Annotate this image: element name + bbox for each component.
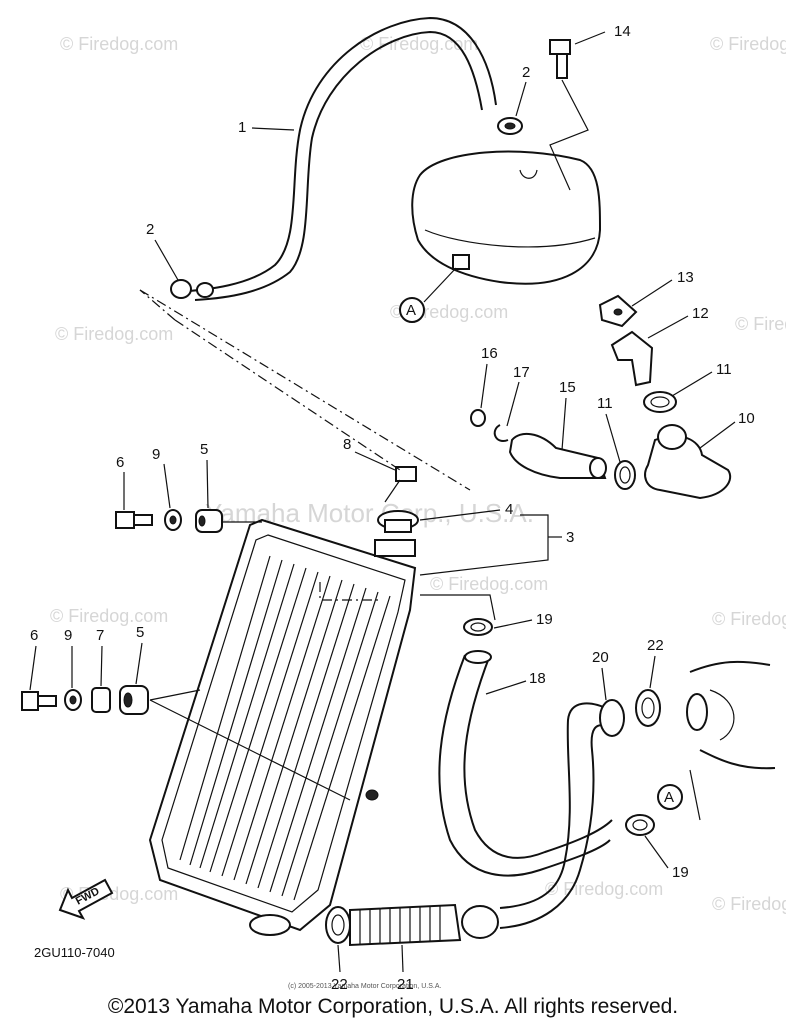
callout: 11 <box>716 361 732 378</box>
hose-21 <box>349 903 499 947</box>
watermark-site: © Firedog.com <box>430 574 548 594</box>
callout: 9 <box>152 446 160 463</box>
radiator-cap-4 <box>377 510 419 533</box>
callout: 2 <box>146 221 154 238</box>
callout: 2 <box>522 64 530 81</box>
svg-text:A: A <box>406 302 416 319</box>
diagram-code: 2GU110-7040 <box>34 945 115 960</box>
hose-clamp-11-lower <box>614 460 636 490</box>
hose-clamp-19-upper <box>463 618 493 636</box>
callout: 21 <box>397 976 414 993</box>
o-ring-16 <box>470 409 486 427</box>
pipe-15 <box>508 432 607 479</box>
callout: 22 <box>647 637 664 654</box>
filler-neck <box>374 539 416 557</box>
svg-text:A: A <box>664 789 674 806</box>
grommet-5-upper <box>195 509 223 533</box>
washer-9-lower <box>64 689 82 711</box>
callout: 18 <box>529 670 546 687</box>
watermark-site: © Firedog.com <box>60 34 178 54</box>
bolt-6-upper <box>115 511 153 529</box>
callout: 20 <box>592 649 609 666</box>
collar-7 <box>91 687 111 713</box>
leader-lines <box>139 289 549 801</box>
reservoir-tank <box>411 150 602 285</box>
callout: 5 <box>200 441 208 458</box>
callout: 6 <box>30 627 38 644</box>
bolt-8 <box>384 466 417 503</box>
callout: 3 <box>566 529 574 546</box>
hose-1 <box>174 16 497 301</box>
callout: 11 <box>597 395 613 412</box>
callout: 9 <box>64 627 72 644</box>
callout: 6 <box>116 454 124 471</box>
callout: 15 <box>559 379 576 396</box>
hose-clamp-22-bottom <box>325 906 351 944</box>
washer-9-upper <box>164 509 182 531</box>
copyright-notice: ©2013 Yamaha Motor Corporation, U.S.A. A… <box>107 995 679 1018</box>
gasket-13 <box>598 294 638 328</box>
outlet-elbow-12 <box>610 330 654 387</box>
callout-labels: 14 2 1 2 13 12 16 17 15 11 11 10 8 6 9 5… <box>29 23 755 993</box>
hose-clamp-19-lower <box>625 814 655 836</box>
grommet-5-lower <box>119 685 149 715</box>
bolt-6-lower <box>21 691 57 711</box>
callout: 22 <box>331 976 348 993</box>
hose-clamp-11-upper <box>643 391 677 413</box>
tank-outlet-nozzle <box>452 254 470 270</box>
reference-marker-a-lower: A <box>657 784 683 810</box>
callout: 4 <box>505 501 513 518</box>
callout: 12 <box>692 305 709 322</box>
hose-clip-2-top <box>497 117 523 135</box>
watermark-small: (c) 2005-2013 Yamaha Motor Corporation, … <box>288 983 441 990</box>
watermark-site: © Firedog.com <box>712 609 786 629</box>
callout: 1 <box>238 119 246 136</box>
callout: 16 <box>481 345 498 362</box>
callout: 19 <box>672 864 689 881</box>
callout: 7 <box>96 627 104 644</box>
watermark-site: © Firedog.com <box>545 879 663 899</box>
callout: 5 <box>136 624 144 641</box>
hose-clip-2-left <box>170 279 214 299</box>
hose-20 <box>499 699 625 929</box>
hose-18 <box>438 650 613 877</box>
bolt-14 <box>549 39 589 191</box>
circlip-17 <box>493 424 509 442</box>
callout: 17 <box>513 364 530 381</box>
watermark-site: © Firedog.com <box>50 606 168 626</box>
callout: 13 <box>677 269 694 286</box>
reference-marker-a-upper: A <box>399 267 457 323</box>
callout: 19 <box>536 611 553 628</box>
watermark-site: © Firedog.com <box>55 324 173 344</box>
callout: 8 <box>343 436 351 453</box>
callout: 10 <box>738 410 755 427</box>
watermark-site: © Firedog.com <box>712 894 786 914</box>
watermark-site: © Firedog.com <box>710 34 786 54</box>
hose-10 <box>644 424 732 500</box>
watermark-site: © Firedog.com <box>735 314 786 334</box>
radiator-3 <box>148 518 417 936</box>
callout: 14 <box>614 23 631 40</box>
engine-water-pump-fitting <box>686 660 776 821</box>
hose-clamp-22-right <box>635 689 661 727</box>
watermark-site: © Firedog.com <box>360 34 478 54</box>
